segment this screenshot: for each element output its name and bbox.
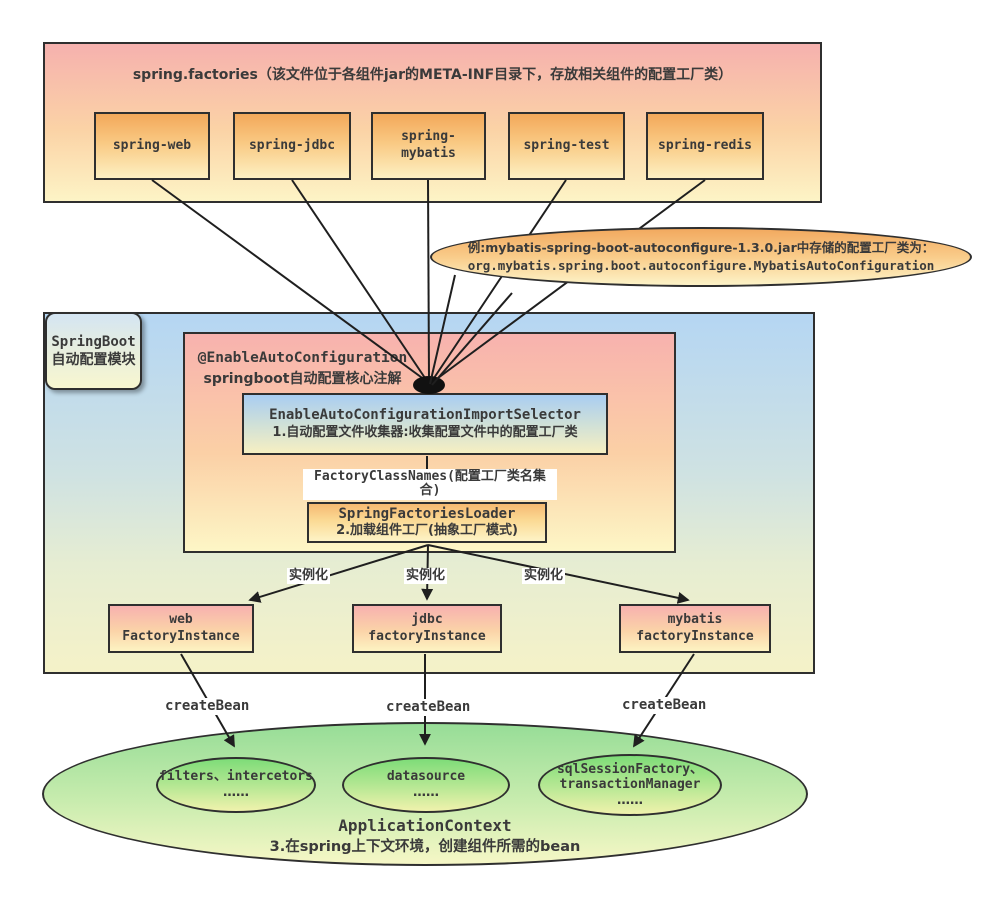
spring-factories-title: spring.factories（该文件位于各组件jar的META-INF目录下… bbox=[132, 67, 733, 83]
instance-line1: web bbox=[169, 611, 193, 627]
filters-interceptors-ellipse: filters、intercetors …… bbox=[156, 757, 316, 813]
instance-line2: factoryInstance bbox=[636, 628, 754, 644]
module-label-line1: SpringBoot bbox=[51, 333, 136, 350]
autoconfig-module-label: SpringBoot 自动配置模块 bbox=[45, 312, 142, 390]
instance-line1: jdbc bbox=[411, 611, 443, 627]
instantiate-label-left: 实例化 bbox=[287, 568, 331, 585]
factories-loader-box: SpringFactoriesLoader 2.加载组件工厂(抽象工厂模式) bbox=[307, 502, 547, 543]
create-bean-label-left: createBean bbox=[163, 698, 250, 716]
create-bean-label-middle: createBean bbox=[384, 699, 471, 717]
example-callout-ellipse: 例:mybatis-spring-boot-autoconfigure-1.3.… bbox=[430, 227, 972, 287]
component-box-spring-redis: spring-redis bbox=[646, 112, 764, 180]
component-label: spring-test bbox=[523, 137, 610, 153]
instantiate-label-middle: 实例化 bbox=[404, 568, 448, 585]
datasource-ellipse: datasource …… bbox=[342, 757, 510, 813]
application-context-title: ApplicationContext bbox=[338, 816, 512, 835]
component-box-spring-mybatis: spring-mybatis bbox=[371, 112, 486, 180]
component-label: spring-redis bbox=[658, 137, 752, 153]
bean-line2: …… bbox=[413, 785, 439, 800]
annotation-line1: @EnableAutoConfiguration bbox=[197, 350, 408, 366]
application-context-subtitle: 3.在spring上下文环境，创建组件所需的bean bbox=[269, 839, 581, 855]
callout-line2: org.mybatis.spring.boot.autoconfigure.My… bbox=[467, 258, 935, 273]
instance-line1: mybatis bbox=[667, 611, 723, 627]
enable-autoconfiguration-annotation: @EnableAutoConfiguration springboot自动配置核… bbox=[195, 348, 410, 389]
instantiate-label-right: 实例化 bbox=[522, 568, 566, 585]
import-selector-box: EnableAutoConfigurationImportSelector 1.… bbox=[242, 393, 608, 455]
component-label: spring-web bbox=[112, 137, 192, 153]
bean-line1: datasource bbox=[386, 768, 466, 784]
bean-line3: …… bbox=[617, 792, 643, 808]
component-label: spring-mybatis bbox=[401, 129, 456, 161]
factories-loader-line1: SpringFactoriesLoader bbox=[338, 505, 516, 522]
mybatis-factory-instance-box: mybatis factoryInstance bbox=[619, 604, 771, 653]
bean-line2: transactionManager bbox=[559, 777, 701, 793]
bean-line1: sqlSessionFactory、 bbox=[556, 761, 704, 777]
instance-line2: FactoryInstance bbox=[122, 628, 240, 644]
module-label-line2: 自动配置模块 bbox=[51, 352, 136, 368]
sqlsessionfactory-ellipse: sqlSessionFactory、 transactionManager …… bbox=[538, 754, 722, 816]
component-box-spring-web: spring-web bbox=[94, 112, 210, 180]
factories-loader-line2: 2.加载组件工厂(抽象工厂模式) bbox=[336, 523, 518, 539]
callout-line1: 例:mybatis-spring-boot-autoconfigure-1.3.… bbox=[467, 239, 935, 255]
annotation-line2: springboot自动配置核心注解 bbox=[203, 371, 402, 388]
bean-line2: …… bbox=[223, 785, 249, 800]
component-box-spring-test: spring-test bbox=[508, 112, 625, 180]
import-selector-line1: EnableAutoConfigurationImportSelector bbox=[269, 407, 581, 424]
import-selector-line2: 1.自动配置文件收集器:收集配置文件中的配置工厂类 bbox=[272, 424, 578, 440]
component-label: spring-jdbc bbox=[248, 137, 336, 153]
web-factory-instance-box: web FactoryInstance bbox=[108, 604, 254, 653]
instance-line2: factoryInstance bbox=[368, 628, 486, 644]
component-box-spring-jdbc: spring-jdbc bbox=[233, 112, 351, 180]
create-bean-label-right: createBean bbox=[620, 697, 707, 715]
bean-line1: filters、intercetors bbox=[159, 768, 313, 784]
factory-class-names-label: FactoryClassNames(配置工厂类名集合) bbox=[303, 469, 557, 500]
jdbc-factory-instance-box: jdbc factoryInstance bbox=[352, 604, 502, 653]
